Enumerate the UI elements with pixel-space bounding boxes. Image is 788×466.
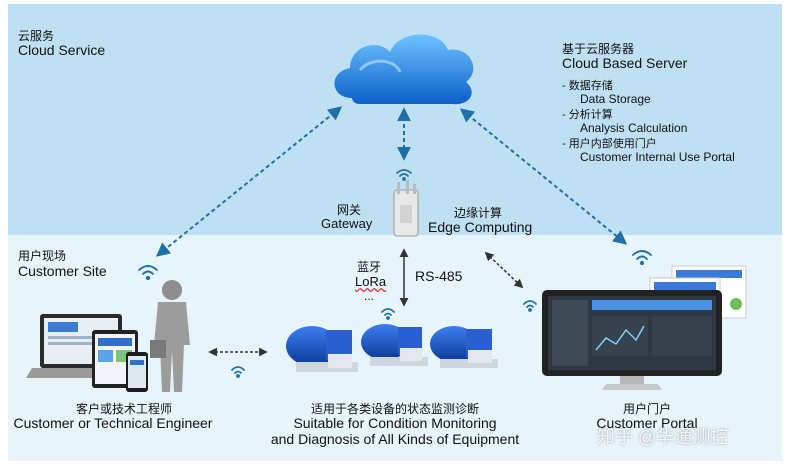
phone-icon: [126, 352, 148, 392]
wifi-icon-engineer: [231, 366, 245, 378]
cloud-service-zh: 云服务: [18, 29, 55, 43]
wifi-icon-pumps: [381, 308, 395, 320]
wifi-icon-portal: [632, 250, 652, 266]
equipment-zh: 适用于各类设备的状态监测诊断: [310, 402, 479, 416]
gateway-zh: 网关: [337, 203, 362, 217]
cloud-server-zh: 基于云服务器: [562, 42, 635, 56]
server-item-1-en: Data Storage: [580, 92, 651, 106]
edge-zh: 边缘计算: [454, 206, 503, 220]
gateway-en: Gateway: [321, 216, 373, 231]
edge-en: Edge Computing: [428, 219, 533, 235]
server-item-3-en: Customer Internal Use Portal: [580, 150, 735, 164]
more-label: ...: [364, 289, 375, 303]
cloud-service-en: Cloud Service: [18, 42, 106, 58]
portal-en: Customer Portal: [596, 415, 698, 431]
rs485-label: RS-485: [415, 268, 463, 284]
site-zh: 用户现场: [18, 249, 67, 263]
server-item-3-zh: - 用户内部使用门户: [562, 138, 657, 150]
equipment-en-2: and Diagnosis of All Kinds of Equipment: [270, 431, 520, 447]
server-item-1-zh: - 数据存储: [562, 80, 613, 92]
engineer-zh: 客户或技术工程师: [75, 402, 172, 416]
equipment-en-1: Suitable for Condition Monitoring: [293, 415, 497, 431]
engineer-figure-icon: [150, 280, 190, 392]
engineer-en: Customer or Technical Engineer: [13, 415, 213, 431]
server-item-2-zh: - 分析计算: [562, 109, 613, 121]
site-en: Customer Site: [18, 263, 107, 279]
wifi-icon-gateway: [396, 169, 412, 181]
arrow-edge-portal: [484, 251, 524, 289]
gateway-icon: [393, 180, 419, 237]
pump-icon-3: [430, 326, 498, 368]
lora-label: LoRa: [355, 274, 387, 289]
cloud-icon: [334, 34, 474, 105]
arrow-cloud-engineer: [155, 106, 343, 257]
cloud-server-en: Cloud Based Server: [562, 55, 688, 71]
bluetooth-label: 蓝牙: [357, 260, 382, 274]
pump-icon-2: [361, 324, 428, 366]
pump-icon-1: [286, 326, 358, 372]
watermark: 知乎 @华通测控: [597, 427, 729, 447]
server-item-2-en: Analysis Calculation: [580, 121, 688, 135]
wifi-icon-site: [138, 265, 158, 281]
portal-zh: 用户门户: [622, 402, 671, 416]
arrow-cloud-portal: [459, 108, 628, 245]
monitor-icon: [542, 290, 722, 390]
wifi-icon-edge: [523, 300, 537, 312]
